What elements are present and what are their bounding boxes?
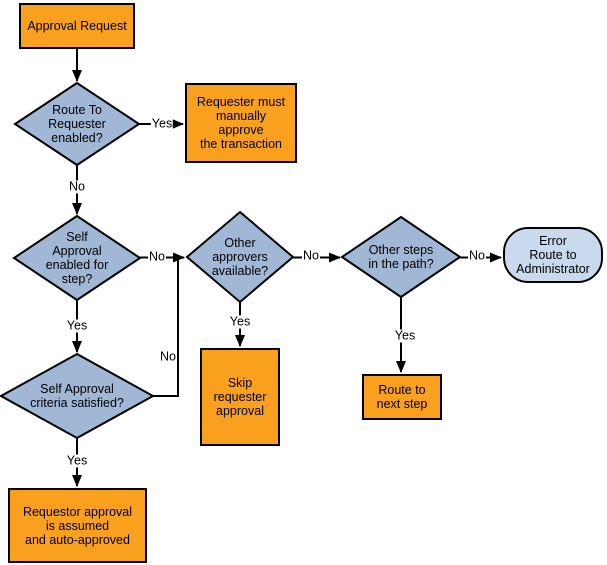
node-criteria-satisfied-shape xyxy=(0,352,156,440)
node-approval-request-shape xyxy=(19,3,135,49)
node-skip-requester-shape xyxy=(200,348,280,446)
node-self-approval-enabled-shape xyxy=(12,214,142,302)
node-auto-approved-shape xyxy=(8,488,147,563)
node-route-next-shape xyxy=(362,374,442,420)
node-other-approvers-shape xyxy=(185,210,295,304)
node-route-to-requester-shape xyxy=(13,81,141,167)
edge-criteria-no xyxy=(153,258,179,397)
node-other-steps-shape xyxy=(340,215,462,299)
node-error-admin-shape xyxy=(503,227,603,283)
node-manual-approve-shape xyxy=(185,83,297,163)
shapes xyxy=(0,3,603,563)
